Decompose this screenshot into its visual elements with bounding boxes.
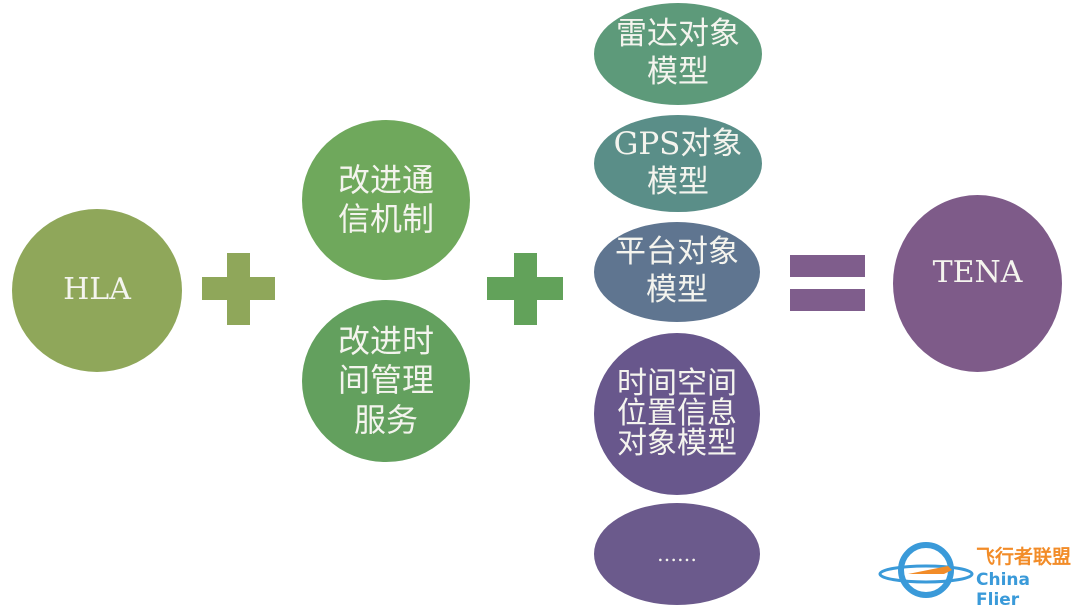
node-radar-label: 雷达对象 模型: [616, 16, 740, 90]
node-more-label: ……: [657, 541, 697, 566]
node-comm-label: 改进通 信机制: [337, 160, 434, 238]
node-more: ……: [594, 503, 760, 605]
node-time-label: 改进时 间管理 服务: [337, 322, 434, 439]
node-hla-label: HLA: [63, 272, 131, 308]
node-platform-object-model: 平台对象 模型: [594, 222, 760, 322]
china-flier-logo-icon: [878, 542, 974, 598]
node-tena: TENA: [893, 195, 1062, 372]
node-hla: HLA: [12, 209, 182, 372]
node-gps-object-model: GPS对象 模型: [594, 115, 762, 212]
node-tena-label: TENA: [932, 255, 1023, 291]
node-tspi-object-model: 时间空间 位置信息 对象模型: [594, 333, 760, 495]
node-improved-communication: 改进通 信机制: [302, 120, 470, 280]
node-improved-time-management: 改进时 间管理 服务: [302, 300, 470, 462]
node-platform-label: 平台对象 模型: [615, 234, 739, 308]
watermark-en: China Flier: [976, 570, 1030, 608]
watermark-logo: 飞行者联盟 China Flier: [878, 538, 1078, 608]
node-gps-label: GPS对象 模型: [613, 125, 743, 200]
node-tspi-label: 时间空间 位置信息 对象模型: [617, 366, 737, 461]
watermark-cn: 飞行者联盟: [976, 546, 1072, 568]
node-radar-object-model: 雷达对象 模型: [594, 3, 762, 105]
